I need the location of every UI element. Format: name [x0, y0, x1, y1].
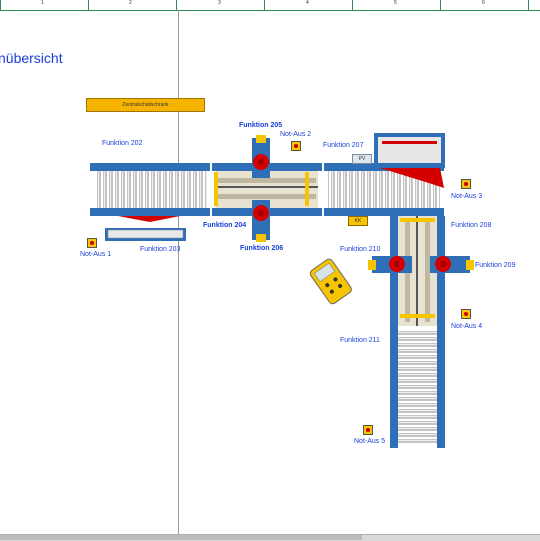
pv-tag: PV [352, 154, 372, 164]
scrollbar-thumb[interactable] [0, 535, 362, 540]
label-not-aus-5: Not-Aus 5 [354, 438, 386, 445]
ruler-number: 6 [482, 0, 485, 6]
ruler-number: 1 [41, 0, 44, 6]
page-title: nübersicht [0, 50, 63, 66]
label-not-aus-3: Not-Aus 3 [451, 193, 483, 200]
ruler-number: 3 [218, 0, 221, 6]
emergency-stop-icon[interactable] [461, 179, 471, 189]
conveyor-207[interactable] [324, 133, 445, 216]
ruler-tick [88, 0, 89, 10]
label-funktion-211: Funktion 211 [340, 337, 380, 344]
label-not-aus-1: Not-Aus 1 [80, 251, 112, 258]
label-not-aus-2: Not-Aus 2 [280, 131, 312, 138]
label-funktion-206: Funktion 206 [240, 245, 284, 252]
label-funktion-209: Funktion 209 [475, 262, 516, 269]
emergency-stop-icon[interactable] [291, 141, 301, 151]
kk-tag: KK [348, 216, 368, 226]
ruler-tick [528, 0, 529, 10]
label-funktion-204: Funktion 204 [203, 222, 247, 229]
emergency-stop-icon[interactable] [87, 238, 97, 248]
drive-205[interactable] [252, 135, 270, 178]
ruler-tick [264, 0, 265, 10]
ruler-tick [0, 0, 1, 10]
top-ruler: 1 2 3 4 5 6 [0, 0, 540, 11]
page-divider-line [178, 10, 179, 536]
ruler-number: 4 [306, 0, 309, 6]
drive-206[interactable] [252, 200, 270, 242]
conveyor-211[interactable] [390, 326, 445, 448]
label-funktion-208: Funktion 208 [451, 222, 492, 229]
drive-210[interactable] [368, 256, 412, 273]
label-funktion-202: Funktion 202 [102, 140, 143, 147]
conveyor-202[interactable] [90, 163, 210, 216]
horizontal-scrollbar[interactable] [0, 534, 540, 541]
label-funktion-203: Funktion 203 [140, 246, 181, 253]
emergency-stop-icon[interactable] [363, 425, 373, 435]
ruler-number: 2 [129, 0, 132, 6]
ruler-tick [176, 0, 177, 10]
control-pendant[interactable] [309, 258, 353, 306]
drive-209[interactable] [430, 256, 474, 273]
label-funktion-210: Funktion 210 [340, 246, 381, 253]
ruler-tick [440, 0, 441, 10]
label-not-aus-4: Not-Aus 4 [451, 323, 483, 330]
label-funktion-205: Funktion 205 [239, 122, 283, 129]
ruler-tick [352, 0, 353, 10]
emergency-stop-icon[interactable] [461, 309, 471, 319]
ruler-number: 5 [394, 0, 397, 6]
lift-203[interactable] [105, 216, 186, 241]
label-funktion-207: Funktion 207 [323, 142, 364, 149]
central-cabinet[interactable]: Zentralschaltschrank [86, 98, 205, 112]
